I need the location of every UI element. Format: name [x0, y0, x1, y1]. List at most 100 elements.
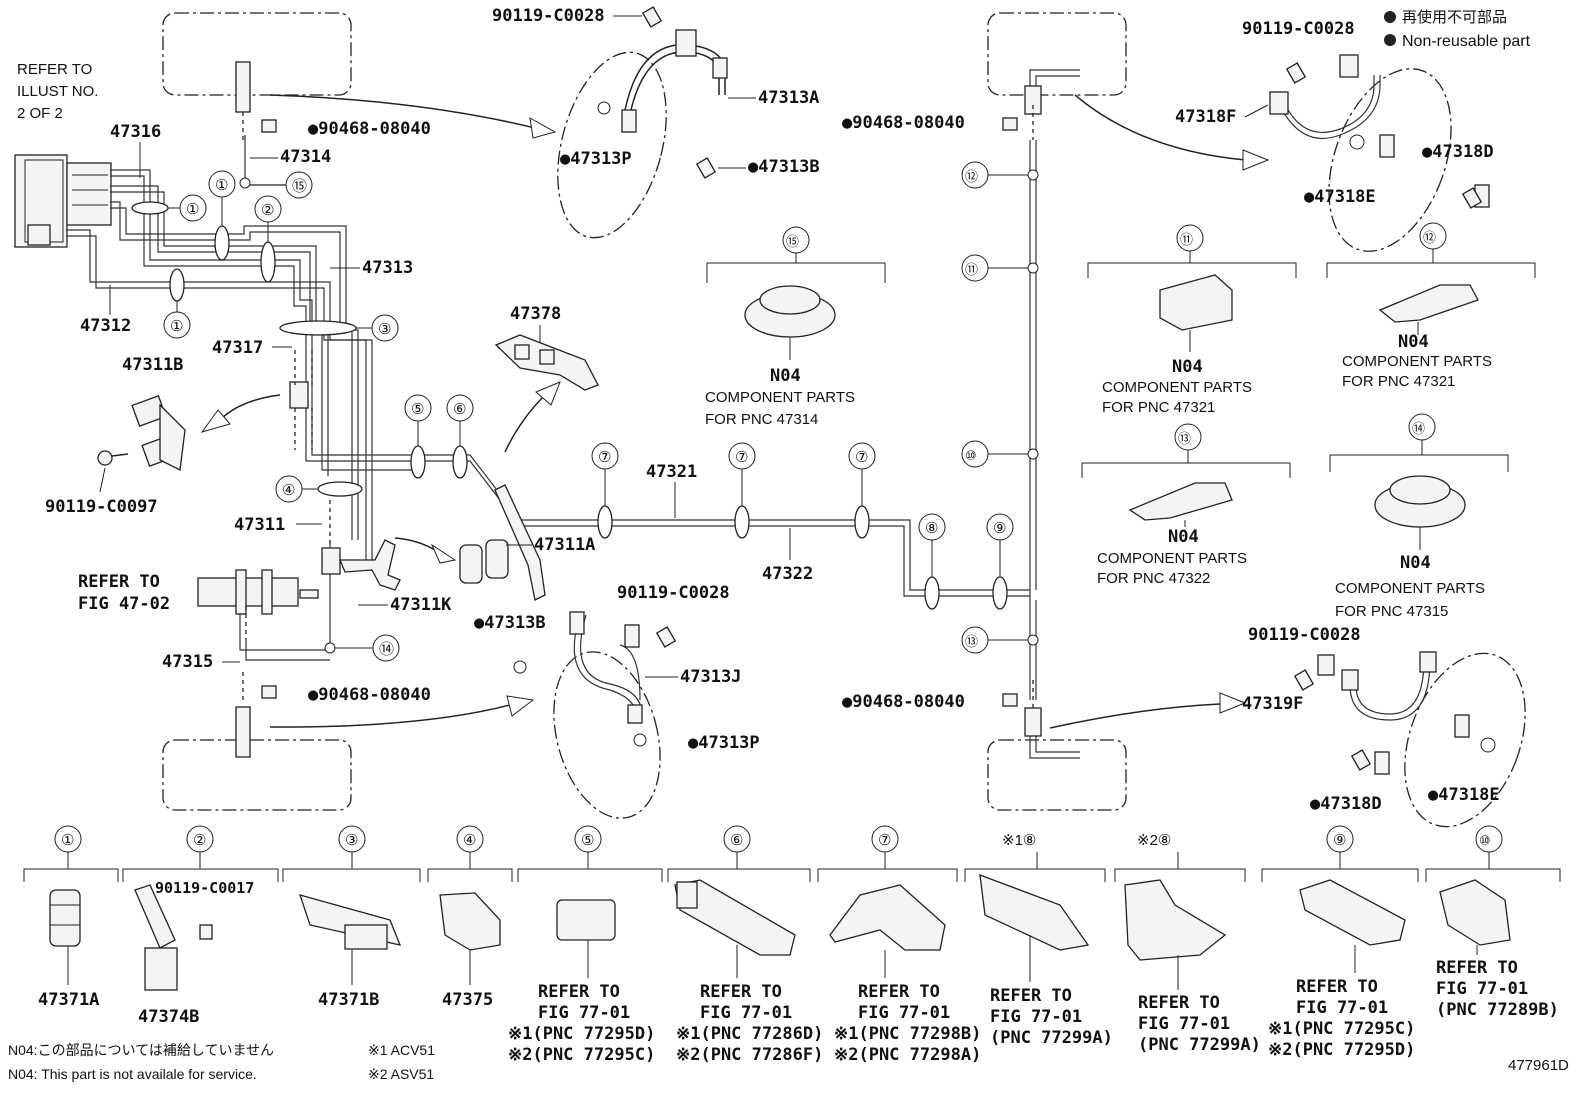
svg-text:COMPONENT PARTS: COMPONENT PARTS [1335, 580, 1485, 597]
label-47313a: 47313A [758, 88, 819, 108]
svg-text:④: ④ [463, 832, 476, 849]
svg-text:③: ③ [345, 832, 358, 849]
label-90468-bottom: ●90468-08040 [308, 685, 431, 705]
svg-text:③: ③ [378, 321, 391, 338]
abs-actuator-icon [14, 154, 112, 248]
svg-text:⑩: ⑩ [1479, 833, 1491, 848]
svg-text:※2(PNC 77295D): ※2(PNC 77295D) [1268, 1040, 1415, 1060]
svg-text:⑥: ⑥ [453, 401, 466, 418]
label-90468-top: ●90468-08040 [308, 119, 431, 139]
label-47313j: 47313J [680, 667, 741, 687]
svg-text:2 OF 2: 2 OF 2 [17, 105, 63, 122]
bottom-item-3: ③ 47371B [282, 825, 421, 1010]
bottom-item-8-asv: ※2⑧ REFER TO FIG 77-01 (PNC 77299A) [1114, 832, 1261, 1055]
legend: 再使用不可部品 Non-reusable part [1384, 9, 1531, 50]
svg-text:FIG 77-01: FIG 77-01 [538, 1003, 630, 1023]
svg-text:90119-C0017: 90119-C0017 [155, 879, 254, 897]
svg-text:N04: N04 [1168, 527, 1199, 547]
svg-text:②: ② [261, 202, 274, 219]
svg-text:FOR PNC 47321: FOR PNC 47321 [1102, 399, 1215, 416]
svg-text:N04: N04 [1400, 553, 1431, 573]
svg-text:②: ② [193, 832, 206, 849]
label-47318d-low: ●47318D [1310, 794, 1382, 814]
bottom-item-9: ⑨ REFER TO FIG 77-01 ※1(PNC 77295C) ※2(P… [1261, 825, 1419, 1060]
label-90468-right-bottom: ●90468-08040 [842, 692, 965, 712]
legend-jp: 再使用不可部品 [1402, 9, 1507, 26]
svg-text:REFER TO: REFER TO [1138, 993, 1220, 1013]
svg-text:⑧: ⑧ [925, 520, 938, 537]
label-47319f: 47319F [1242, 694, 1303, 714]
figure-id: 477961D [1508, 1057, 1569, 1074]
part-labels: 47316 47314 47313 47312 47317 47311B 901… [45, 6, 1500, 814]
svg-text:COMPONENT PARTS: COMPONENT PARTS [705, 389, 855, 406]
label-47313p-top: ●47313P [560, 149, 632, 169]
clamp-callouts: ① ① ② ① ③ ④ ⑤ ⑥ ⑦ ⑦ ⑦ ⑧ ⑨ ⑮ ⑭ [163, 170, 1014, 662]
rr-hose-group [1404, 652, 1526, 828]
component-box-13: ⑬ N04 COMPONENT PARTS FOR PNC 47322 [1081, 423, 1291, 587]
bottom-item-6: ⑥ REFER TO FIG 77-01 ※1(PNC 77286D) ※2(P… [667, 825, 823, 1065]
bottom-item-8-acv: ※1⑧ REFER TO FIG 77-01 (PNC 77299A) [964, 832, 1113, 1048]
legend-en: Non-reusable part [1402, 33, 1531, 50]
bracket-47311a-icon [459, 484, 546, 601]
bottom-item-10: ⑩ REFER TO FIG 77-01 (PNC 77289B) [1425, 825, 1561, 1020]
svg-text:⑥: ⑥ [730, 832, 743, 849]
refer-fig-47-02-2: FIG 47-02 [78, 594, 170, 614]
svg-text:COMPONENT PARTS: COMPONENT PARTS [1102, 379, 1252, 396]
component-box-11: ⑪ N04 COMPONENT PARTS FOR PNC 47321 [1087, 224, 1297, 416]
svg-text:⑦: ⑦ [878, 832, 891, 849]
joint-fittings [197, 61, 341, 758]
svg-text:⑤: ⑤ [411, 401, 424, 418]
svg-text:47375: 47375 [442, 990, 493, 1010]
svg-text:FIG 77-01: FIG 77-01 [990, 1007, 1082, 1027]
bolts [261, 6, 1483, 771]
footnote-acv: ※1 ACV51 [368, 1042, 435, 1058]
front-right-wheel-box [987, 12, 1127, 96]
svg-text:REFER TO: REFER TO [538, 982, 620, 1002]
svg-text:N04: N04 [1398, 332, 1429, 352]
svg-text:⑮: ⑮ [292, 178, 307, 195]
label-47311k: 47311K [390, 595, 452, 615]
svg-text:⑫: ⑫ [965, 169, 978, 184]
svg-text:⑦: ⑦ [855, 449, 868, 466]
svg-text:REFER TO: REFER TO [1296, 977, 1378, 997]
label-47318d-top: ●47318D [1422, 142, 1494, 162]
bracket-47311k-icon [339, 539, 401, 591]
svg-text:※2(PNC 77298A): ※2(PNC 77298A) [834, 1045, 981, 1065]
svg-text:※2(PNC 77295C): ※2(PNC 77295C) [508, 1045, 655, 1065]
label-47312: 47312 [80, 316, 131, 336]
svg-text:FOR PNC 47315: FOR PNC 47315 [1335, 603, 1448, 620]
svg-text:REFER TO: REFER TO [990, 986, 1072, 1006]
assembly-arrows [200, 94, 1270, 729]
svg-text:REFER TO: REFER TO [1436, 958, 1518, 978]
svg-text:⑪: ⑪ [965, 262, 978, 277]
svg-text:COMPONENT PARTS: COMPONENT PARTS [1097, 550, 1247, 567]
svg-text:⑪: ⑪ [1180, 232, 1193, 247]
svg-text:REFER TO: REFER TO [858, 982, 940, 1002]
footnotes: N04:この部品については補給していません N04: This part is … [8, 1042, 1569, 1082]
svg-text:(PNC 77299A): (PNC 77299A) [990, 1028, 1113, 1048]
label-47311b: 47311B [122, 355, 183, 375]
svg-text:※1(PNC 77295C): ※1(PNC 77295C) [1268, 1019, 1415, 1039]
svg-text:FOR PNC 47314: FOR PNC 47314 [705, 411, 818, 428]
svg-text:⑨: ⑨ [1333, 832, 1346, 849]
svg-text:※1(PNC 77298B): ※1(PNC 77298B) [834, 1024, 981, 1044]
flex-hoses [513, 29, 1496, 775]
svg-text:N04: N04 [1172, 357, 1203, 377]
svg-text:FIG 77-01: FIG 77-01 [1138, 1014, 1230, 1034]
svg-text:⑬: ⑬ [965, 634, 978, 649]
svg-text:⑤: ⑤ [581, 832, 594, 849]
svg-text:COMPONENT PARTS: COMPONENT PARTS [1342, 353, 1492, 370]
component-box-15: ⑮ N04 COMPONENT PARTS FOR PNC 47314 [705, 226, 886, 428]
svg-text:ILLUST NO.: ILLUST NO. [17, 83, 98, 100]
label-47315: 47315 [162, 652, 213, 672]
svg-text:※1(PNC 77286D): ※1(PNC 77286D) [676, 1024, 823, 1044]
front-left-wheel-box [162, 12, 352, 96]
refer-fig-47-02-1: REFER TO [78, 572, 160, 592]
svg-text:⑭: ⑭ [379, 641, 394, 658]
label-90119-c0097: 90119-C0097 [45, 497, 158, 517]
label-47313: 47313 [362, 258, 413, 278]
rl-hose-group [553, 651, 661, 819]
label-47322: 47322 [762, 564, 813, 584]
footnote-asv: ※2 ASV51 [368, 1066, 434, 1082]
